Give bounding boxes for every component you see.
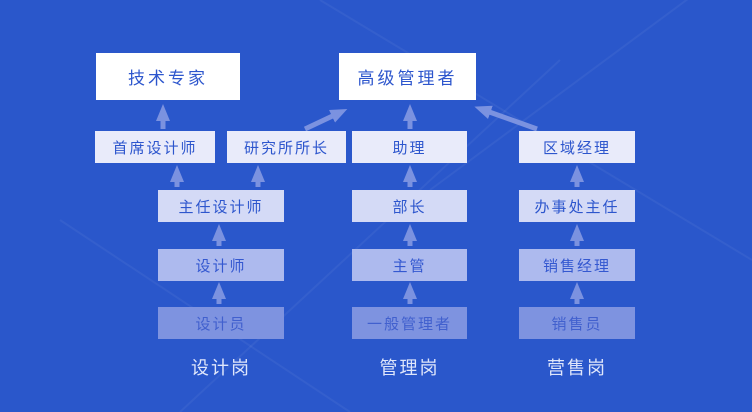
background-accent-line [179, 59, 561, 412]
node-chief-designer: 首席设计师 [95, 131, 215, 163]
label-sales-column: 营售岗 [547, 358, 607, 378]
node-director-designer: 主任设计师 [158, 190, 284, 222]
node-tech-expert: 技术专家 [96, 53, 240, 100]
arrow-regional-manager-to-senior-manager [474, 105, 538, 132]
label-management-column: 管理岗 [379, 358, 440, 378]
node-sales-manager: 销售经理 [519, 249, 635, 281]
node-minister: 部长 [352, 190, 467, 222]
label-design-column: 设计岗 [191, 358, 251, 378]
node-junior-designer: 设计员 [158, 307, 284, 339]
node-regional-manager: 区域经理 [519, 131, 635, 163]
node-designer: 设计师 [158, 249, 284, 281]
node-senior-manager: 高级管理者 [339, 53, 476, 100]
background-accent-line [429, 0, 689, 191]
node-assistant: 助理 [352, 131, 467, 163]
node-institute-director: 研究所所长 [227, 131, 346, 163]
node-general-manager: 一般管理者 [352, 307, 467, 339]
node-office-director: 办事处主任 [519, 190, 635, 222]
node-supervisor: 主管 [352, 249, 467, 281]
node-salesperson: 销售员 [519, 307, 635, 339]
arrow-institute-director-to-senior-manager [303, 109, 348, 132]
